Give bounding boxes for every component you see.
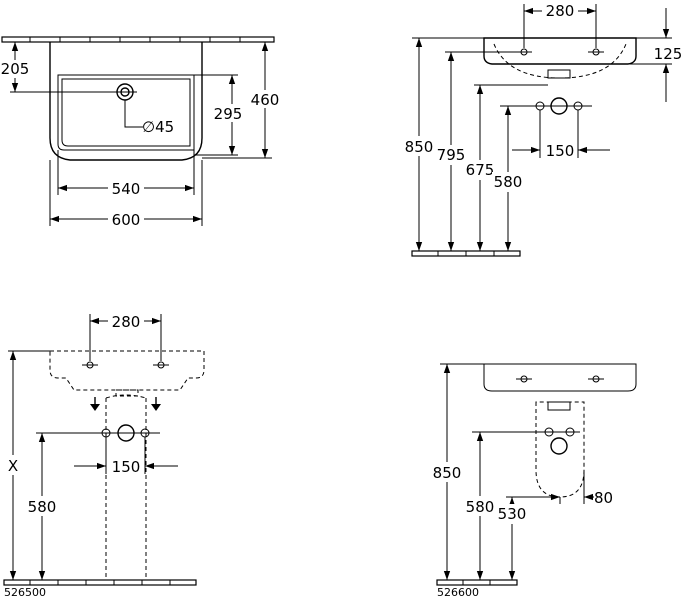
tap-hole-icon	[113, 83, 137, 101]
dim-80: 80	[594, 489, 613, 507]
wall-strip	[1, 36, 275, 43]
dim-280: 280	[112, 313, 141, 331]
front-elevation-view: 280 125 150 850	[402, 2, 683, 257]
tap-hole-left-icon	[516, 48, 532, 56]
arrow-down-right-icon	[151, 397, 161, 411]
semi-pedestal-outline	[535, 401, 585, 498]
dim-280: 280	[546, 2, 575, 20]
tap-hole-left-icon	[516, 375, 532, 383]
tap-hole-right-icon	[588, 375, 604, 383]
dim-850: 850	[433, 464, 462, 482]
dim-x: X	[8, 457, 18, 475]
model-number-526500: 526500	[4, 586, 46, 598]
dim-540: 540	[112, 180, 141, 198]
floor-strip	[436, 579, 518, 586]
dim-600: 600	[112, 211, 141, 229]
model-number-526600: 526600	[437, 586, 479, 598]
tap-hole-left-icon	[82, 361, 98, 369]
basin-front	[483, 363, 637, 392]
basin-bowl	[57, 74, 195, 151]
dim-150: 150	[112, 458, 141, 476]
waste-trap-icon	[472, 427, 580, 455]
dim-150: 150	[546, 142, 575, 160]
pedestal-view: 280 150	[3, 312, 205, 598]
pedestal-outline	[105, 394, 147, 580]
dim-hole-diameter: ∅45	[142, 118, 174, 136]
floor-strip	[3, 579, 197, 586]
dim-850: 850	[405, 138, 434, 156]
waste-trap-icon	[36, 424, 160, 442]
tap-hole-right-icon	[153, 361, 169, 369]
dim-205: 205	[1, 60, 30, 78]
dim-580: 580	[494, 173, 523, 191]
basin-outline	[49, 42, 203, 161]
dim-460: 460	[251, 91, 280, 109]
semi-pedestal-view: 80 850 580 530 526600	[430, 363, 637, 598]
dim-580: 580	[28, 498, 57, 516]
tap-hole-right-icon	[588, 48, 604, 56]
floor-strip	[411, 250, 521, 257]
dim-125: 125	[654, 45, 683, 63]
basin-front	[483, 37, 637, 65]
dim-295: 295	[214, 105, 243, 123]
basin-front-dashed	[49, 350, 205, 391]
dim-675: 675	[466, 161, 495, 179]
arrow-down-left-icon	[90, 397, 100, 411]
dim-795: 795	[437, 146, 466, 164]
dim-530: 530	[498, 505, 527, 523]
top-plan-view: 205 ∅45 295 460 540 600	[0, 36, 282, 229]
dim-580: 580	[466, 498, 495, 516]
